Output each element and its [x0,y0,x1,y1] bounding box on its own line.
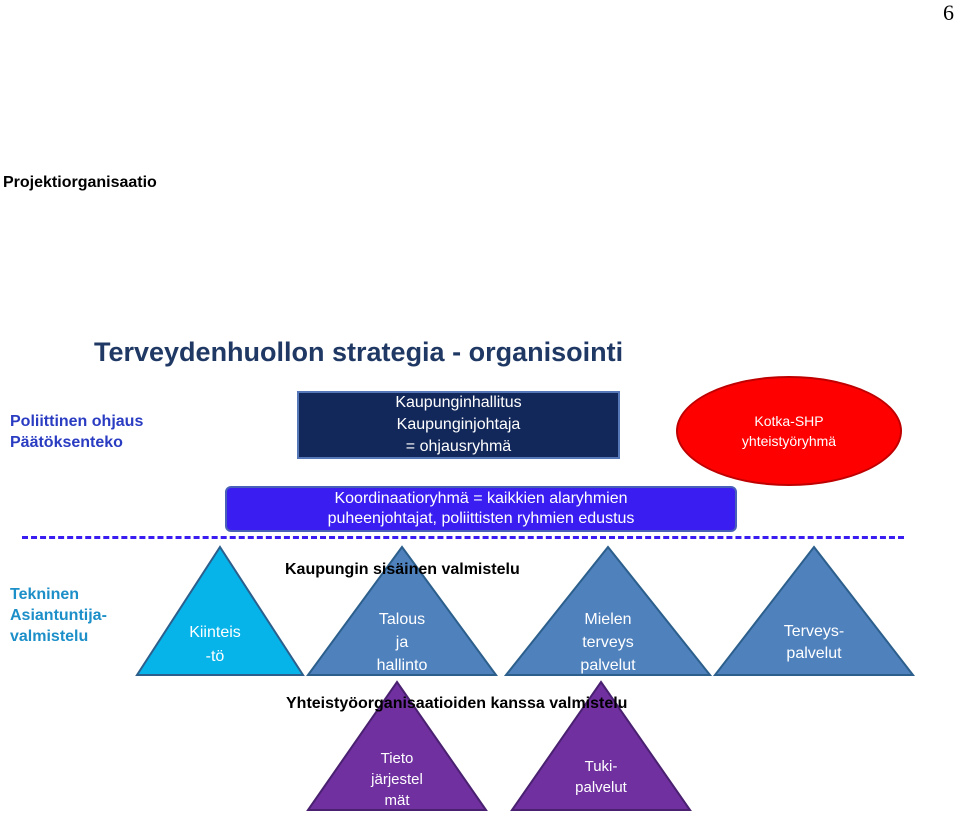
technical-label-line: Asiantuntija- [10,607,107,624]
board-line: = ohjausryhmä [405,438,512,455]
triangle-shape [306,680,488,811]
triangle-mental-health: Mielen terveys palvelut [503,545,713,677]
political-label-line: Poliittinen ohjaus [10,413,144,430]
triangle-label: Terveys- palvelut [764,621,864,665]
coordination-group-box: Koordinaatioryhmä = kaikkien alaryhmien … [225,486,737,532]
triangle-label-line: Mielen [584,611,632,628]
triangle-label: Mielen terveys palvelut [563,608,653,677]
technical-preparation-label: Tekninen Asiantuntija- valmistelu [10,584,107,647]
triangle-real-estate: Kiinteis -tö [135,545,305,676]
triangle-label-line: palvelut [575,779,627,796]
joint-preparation-heading: Yhteistyöorganisaatioiden kanssa valmist… [286,695,628,712]
kotka-line: Kotka-SHP [754,413,824,429]
dashed-divider [22,536,904,539]
triangle-label-line: -tö [205,648,225,665]
triangle-label-line: terveys [582,634,634,651]
political-label-line: Päätöksenteko [10,434,123,451]
page-number: 6 [943,0,954,25]
triangle-label-line: Talous [378,611,426,628]
triangle-shape [510,680,692,811]
triangle-health-services: Terveys- palvelut [712,545,916,676]
board-line: Kaupunginjohtaja [396,416,521,433]
triangle-support-services: Tuki- palvelut [510,680,692,811]
board-line: Kaupunginhallitus [395,394,522,411]
triangle-label-line: mät [384,792,410,809]
triangle-label: Tieto järjestel mät [357,748,437,811]
triangle-shape [306,545,498,676]
city-board-box: Kaupunginhallitus Kaupunginjohtaja = ohj… [297,391,620,459]
triangle-shape [712,545,916,676]
diagram-title: Terveydenhuollon strategia - organisoint… [94,337,624,367]
document-heading: Projektiorganisaatio [3,174,157,191]
triangle-shape [135,545,305,676]
triangle-label-line: palvelut [580,657,636,674]
technical-label-line: Tekninen [10,586,80,603]
coordination-line: Koordinaatioryhmä = kaikkien alaryhmien [334,490,628,507]
triangle-finance-admin: Talous ja hallinto [306,545,498,677]
triangle-label-line: järjestel [371,771,423,788]
triangle-label-line: hallinto [376,657,428,674]
triangle-shape [503,545,713,676]
internal-preparation-heading: Kaupungin sisäinen valmistelu [285,561,520,578]
technical-label-line: valmistelu [10,628,89,645]
triangle-label-line: Kiinteis [189,624,241,641]
kotka-shp-ellipse: Kotka-SHP yhteistyöryhmä [676,376,902,486]
triangle-label-line: palvelut [786,645,842,662]
triangle-label-line: ja [395,634,409,651]
triangle-label: Talous ja hallinto [362,608,442,677]
political-steering-label: Poliittinen ohjaus Päätöksenteko [10,411,143,453]
triangle-label-line: Tuki- [584,758,618,775]
triangle-label-line: Terveys- [783,623,845,640]
triangle-label: Kiinteis -tö [180,621,250,669]
triangle-label-line: Tieto [380,750,414,767]
triangle-information-systems: Tieto järjestel mät [306,680,488,811]
kotka-line: yhteistyöryhmä [741,433,837,449]
triangle-label: Tuki- palvelut [556,756,646,798]
coordination-line: puheenjohtajat, poliittisten ryhmien edu… [327,510,635,527]
